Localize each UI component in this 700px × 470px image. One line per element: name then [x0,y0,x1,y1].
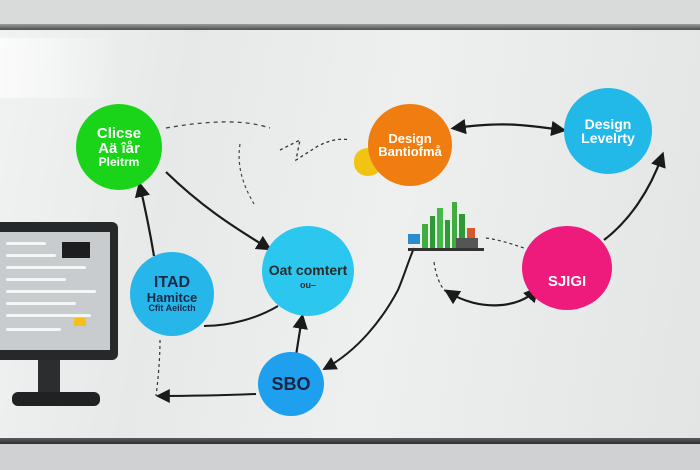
arrow-green-left-down [134,181,156,257]
arrow-pink-to-cyan [603,151,666,241]
dashed-center-down [433,261,447,293]
node-cyan-left-line-1: ITAD [153,274,191,291]
node-green-line-2: Aä îår [98,140,140,157]
dashed-curve-left [238,143,255,205]
dashed-squiggle [279,138,351,162]
node-green-line-1: Clicse [96,125,142,142]
node-cyan-left: ITAD Hamitce Cfit Aeilcth [130,252,214,336]
node-cyan-center-line-2: ou– [299,279,316,290]
whiteboard-bottom-frame [0,438,700,444]
screen-yellow-mark [74,318,86,326]
screen-line [6,302,76,305]
screen-line [6,254,56,257]
node-cyan-center-line-1: Oat comtert [268,261,348,278]
node-blue-line-1: SBO [271,374,311,394]
screen-line [6,290,96,293]
node-cyan-left-line-3: Cfit Aeilcth [148,303,196,313]
arrow-sbo-to-city [322,247,415,371]
screen-dark-block [62,242,90,258]
light-reflection [0,38,120,98]
monitor-base [12,392,100,406]
node-cyan-center: Oat comtert ou– [262,226,354,316]
monitor-display [0,232,110,350]
screen-line [6,242,46,245]
arrow-green-to-center [165,171,272,251]
screen-line [6,278,66,281]
arrow-bottom-line [155,388,257,403]
node-green: Clicse Aä îår Pleitrm [76,104,162,190]
node-orange-line-1: Design [388,131,432,146]
whiteboard-top-frame [0,24,700,30]
dashed-green-to-orange [165,121,271,129]
arrow-center-to-sbo [292,313,308,357]
node-cyan-tr-line-2: Levelrty [581,130,635,146]
screen-line [6,328,61,331]
screen-line [6,266,86,269]
node-pink: SJIGI [522,226,612,310]
node-cyan-top-right: Design Levelrty [564,88,652,174]
node-blue-bottom: SBO [258,352,324,416]
node-pink-line-1: SJIGI [547,272,587,290]
city-illustration-icon [408,202,484,251]
floor [0,444,700,470]
screen-line [6,314,91,317]
arrow-left-to-center [203,305,279,327]
node-orange-line-2: Bantiofmå [378,144,442,159]
arrow-pink-loop [444,286,540,307]
monitor-stand [38,360,60,392]
node-green-line-3: Pleitrm [98,155,140,169]
node-orange: Design Bantiofmå [368,104,452,186]
computer-monitor [0,222,118,360]
node-cyan-left-line-2: Hamitce [146,290,198,305]
arrow-orange-to-cyan [450,118,567,137]
node-cyan-tr-line-1: Design [584,116,632,132]
dashed-left-vertical [155,339,161,397]
dashed-city-to-pink [485,237,525,249]
